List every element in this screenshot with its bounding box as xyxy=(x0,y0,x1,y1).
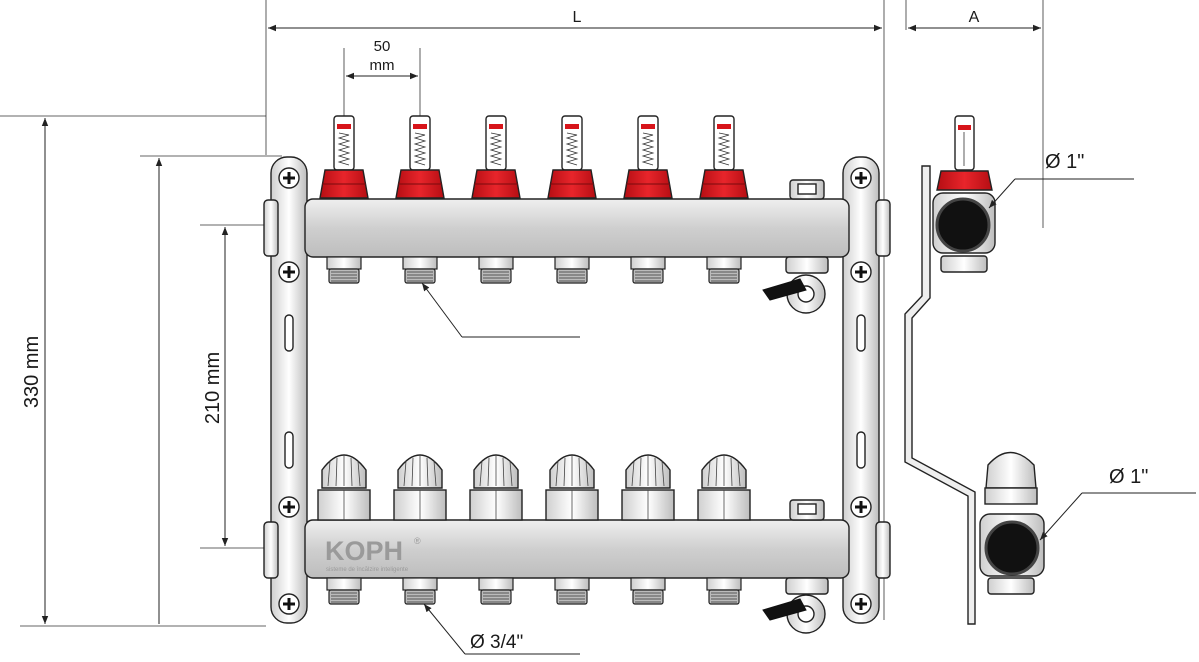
outlet-fitting-bottom xyxy=(402,577,438,605)
side-top-port xyxy=(935,197,991,253)
dimension-length: L xyxy=(265,0,885,620)
screw-icon xyxy=(855,266,867,278)
dimension-spacing: 50 mm xyxy=(343,38,421,116)
main-connection-bottom-label: Ø 1" xyxy=(1109,466,1148,488)
circuit-group xyxy=(317,115,751,605)
screw-icon xyxy=(855,172,867,184)
dimension-spacing-unit: mm xyxy=(370,57,395,74)
outlet-fitting-bottom xyxy=(554,577,590,605)
valve-cap xyxy=(317,454,371,521)
dimension-depth-label: A xyxy=(969,9,980,26)
dimension-height-total-label: 330 mm xyxy=(21,336,43,408)
main-connection-top-label: Ø 1" xyxy=(1045,151,1084,173)
outlet-fitting-bottom xyxy=(630,577,666,605)
circuit-2 xyxy=(393,115,447,605)
side-flow-indicator xyxy=(958,125,971,130)
valve-cap xyxy=(469,454,523,521)
screw-icon xyxy=(283,501,295,513)
circuit-4 xyxy=(545,115,599,605)
flow-indicator xyxy=(489,124,503,129)
dimension-height-axis-label: 210 mm xyxy=(202,352,224,424)
bracket-left xyxy=(270,156,308,624)
valve-cap xyxy=(621,454,675,521)
outlet-callout-bottom: Ø 3/4" xyxy=(423,603,580,655)
air-vent-top xyxy=(762,179,829,314)
outlet-fitting-bottom xyxy=(478,577,514,605)
outlet-fitting-top xyxy=(478,256,514,284)
bar-end-caps xyxy=(263,199,891,579)
flow-indicator xyxy=(641,124,655,129)
circuit-5 xyxy=(621,115,675,605)
circuit-1 xyxy=(317,115,371,605)
outlet-fitting-top xyxy=(326,256,362,284)
flow-meter xyxy=(713,115,735,171)
side-view xyxy=(904,115,1045,625)
flow-meter xyxy=(333,115,355,171)
dimension-height-axis: 210 mm xyxy=(140,155,282,624)
main-connection-callout-top: Ø 1" xyxy=(988,151,1134,209)
brand-logo: KOPH ® sisteme de încălzire inteligente xyxy=(325,536,421,573)
supply-bar xyxy=(304,198,850,258)
screw-icon xyxy=(283,266,295,278)
flow-meter xyxy=(637,115,659,171)
flow-indicator xyxy=(717,124,731,129)
side-bottom-port xyxy=(984,520,1040,576)
outlet-fitting-top xyxy=(630,256,666,284)
flow-meter xyxy=(485,115,507,171)
dimension-length-label: L xyxy=(573,9,582,26)
screw-icon xyxy=(283,598,295,610)
screw-icon xyxy=(855,501,867,513)
outlet-fitting-bottom xyxy=(706,577,742,605)
outlet-fitting-top xyxy=(706,256,742,284)
dimension-height-total: 330 mm xyxy=(0,115,266,627)
outlet-fitting-top xyxy=(554,256,590,284)
valve-cap xyxy=(393,454,447,521)
bracket-screws xyxy=(283,172,867,610)
outlet-fitting-top xyxy=(402,256,438,284)
valve-cap xyxy=(545,454,599,521)
outlet-fitting-bottom xyxy=(326,577,362,605)
dimension-depth: A xyxy=(905,0,1044,228)
flow-meter xyxy=(409,115,431,171)
dimension-spacing-value: 50 xyxy=(374,38,391,55)
circuit-6 xyxy=(697,115,751,605)
screw-icon xyxy=(283,172,295,184)
outlet-callout-top xyxy=(421,282,580,338)
flow-meter xyxy=(561,115,583,171)
main-connection-callout-bottom: Ø 1" xyxy=(1039,466,1196,541)
brand-logo-mark: ® xyxy=(414,536,421,546)
flow-indicator xyxy=(413,124,427,129)
brand-tagline: sisteme de încălzire inteligente xyxy=(326,567,409,573)
air-vent-bottom xyxy=(762,499,829,634)
outlet-diameter-label: Ø 3/4" xyxy=(470,632,523,653)
screw-icon xyxy=(855,598,867,610)
flow-indicator xyxy=(337,124,351,129)
circuit-3 xyxy=(469,115,523,605)
brand-logo-text: KOPH xyxy=(325,536,403,566)
flow-indicator xyxy=(565,124,579,129)
valve-cap xyxy=(697,454,751,521)
